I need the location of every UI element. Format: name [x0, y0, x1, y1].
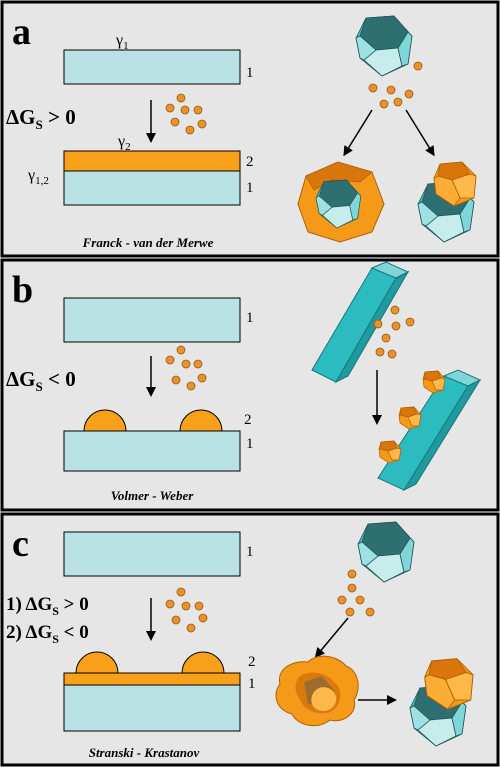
- panel-c-adatoms: [165, 587, 208, 633]
- panel-c-island-left: [75, 651, 119, 674]
- panel-a-substrate-top: [63, 49, 241, 85]
- panel-a-gamma-2: γ2: [117, 133, 131, 153]
- panel-a-arrow-right: [405, 109, 435, 157]
- panel-c-wetted-crystal: [275, 655, 359, 727]
- panel-b: b 1 ΔGS < 0 2 1 Volmer - Weber: [0, 258, 500, 512]
- panel-a-layer-label-top: 1: [246, 65, 254, 81]
- panel-c-condition-2: 2) ΔGS < 0: [6, 622, 89, 646]
- panel-b-nanorod-top: [311, 261, 410, 384]
- panel-b-condition: ΔGS < 0: [6, 367, 76, 394]
- panel-c-right-adatoms: [337, 569, 375, 617]
- panel-a: a γ1 1 ΔGS > 0 γ2 γ1,2 2 1 Franck - van …: [0, 0, 500, 258]
- panel-c-island-right: [181, 651, 225, 674]
- panel-c-wetting-layer: [63, 672, 241, 686]
- panel-c-arrow-down: [314, 617, 349, 658]
- panel-a-core-shell: [297, 161, 385, 243]
- panel-a-gamma-12: γ1,2: [27, 167, 49, 187]
- panel-a-layer-label-film: 2: [246, 154, 254, 170]
- panel-b-island-left: [83, 409, 127, 432]
- panel-b-island-right: [179, 409, 223, 432]
- panel-a-frame: [0, 0, 500, 258]
- panel-b-layer-label-film: 2: [244, 412, 252, 428]
- panel-c-substrate-bottom: [63, 684, 241, 732]
- panel-b-right-adatoms: [373, 305, 415, 359]
- panel-c-layer-label-bottom: 1: [248, 676, 256, 692]
- panel-c-layer-label-film: 2: [248, 654, 256, 670]
- panel-a-substrate-bottom: [63, 170, 241, 206]
- panel-c-condition-1: 1) ΔGS > 0: [6, 594, 89, 618]
- panel-b-layer-label-bottom: 1: [246, 436, 254, 452]
- panel-a-caption: Franck - van der Merwe: [82, 235, 214, 250]
- panel-a-adatoms: [165, 93, 207, 135]
- panel-c-layer-label-top: 1: [246, 544, 254, 560]
- panel-a-condition: ΔGS > 0: [6, 105, 76, 132]
- panel-b-adatoms: [165, 345, 207, 391]
- panel-a-arrow-left: [343, 109, 373, 157]
- panel-b-caption: Volmer - Weber: [111, 488, 195, 503]
- panel-c-substrate-top: [63, 531, 241, 577]
- panel-a-letter: a: [12, 11, 31, 53]
- panel-c-letter: c: [12, 523, 29, 565]
- panel-b-substrate-bottom: [63, 430, 241, 472]
- panel-a-right-adatoms: [368, 61, 423, 109]
- panel-b-letter: b: [12, 269, 33, 311]
- panel-b-layer-label-top: 1: [246, 310, 254, 326]
- panel-a-gamma-1: γ1: [115, 32, 129, 52]
- panel-a-film-layer: [63, 150, 241, 172]
- panel-c-caption: Stranski - Krastanov: [89, 745, 200, 760]
- panel-c: c 1 1) ΔGS > 0 2) ΔGS < 0 2 1 Stranski -…: [0, 512, 500, 767]
- panel-a-layer-label-bottom: 1: [246, 180, 254, 196]
- panel-b-substrate-top: [63, 297, 241, 343]
- panel-b-nanorod-bottom: [377, 369, 482, 492]
